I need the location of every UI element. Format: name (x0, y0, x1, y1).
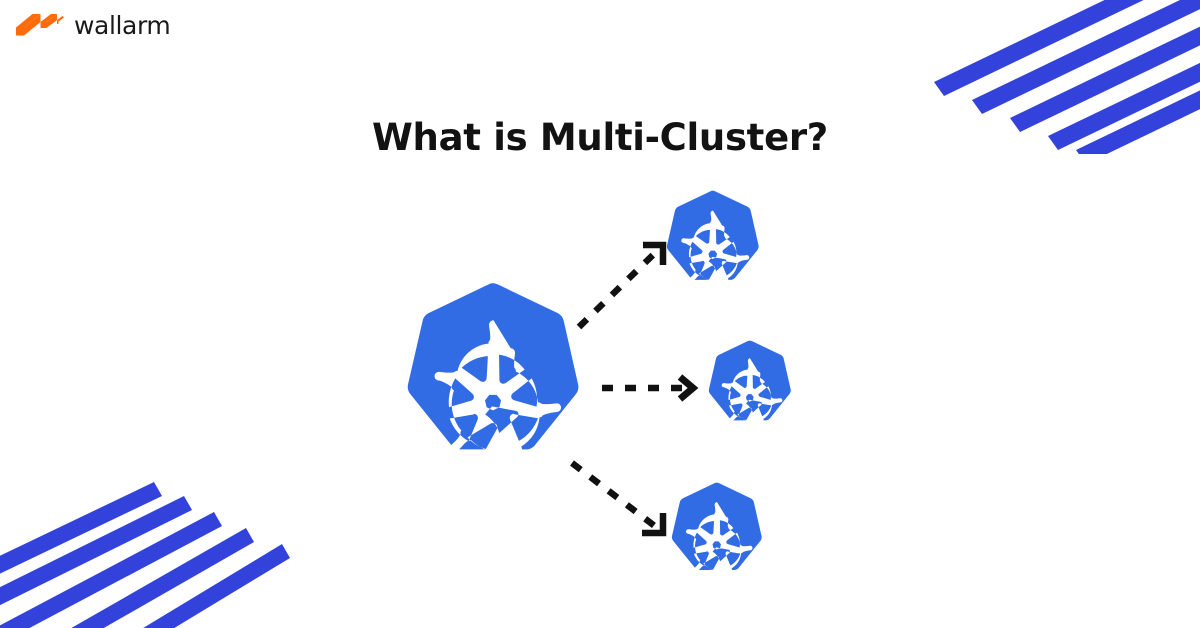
kubernetes-logo-icon (671, 482, 762, 574)
kubernetes-logo-icon (708, 340, 791, 424)
brand-logo[interactable]: wallarm (16, 10, 171, 40)
decorative-stripes-bottom-left (0, 466, 312, 628)
kubernetes-logo-icon (666, 190, 759, 284)
page-title: What is Multi-Cluster? (372, 116, 828, 159)
arrow-to-branch-3 (570, 460, 667, 537)
wallarm-chevron-mark-icon (16, 14, 64, 36)
kubernetes-node-branch-1 (666, 190, 760, 284)
kubernetes-logo-icon (407, 283, 579, 457)
multi-cluster-diagram (380, 175, 820, 600)
arrow-to-branch-2 (602, 374, 699, 402)
kubernetes-node-branch-2 (708, 340, 792, 424)
arrow-to-branch-1 (576, 241, 667, 330)
kubernetes-node-primary (406, 282, 581, 457)
brand-wordmark: wallarm (74, 10, 171, 40)
kubernetes-node-branch-3 (671, 482, 763, 574)
